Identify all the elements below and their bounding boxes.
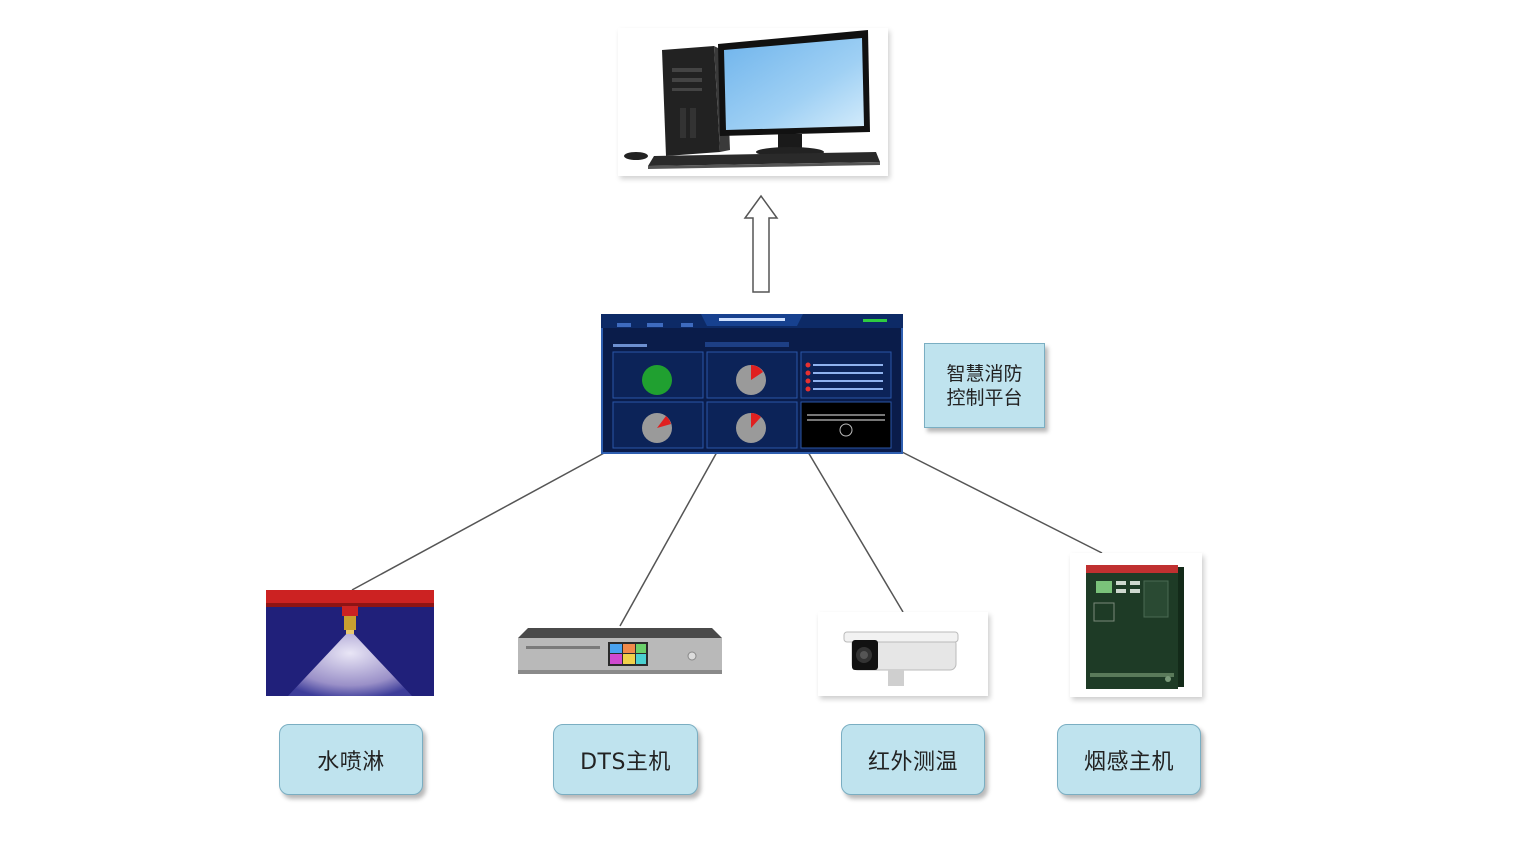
- connector-dts: [619, 451, 718, 627]
- label-dts-host: DTS主机: [553, 724, 698, 795]
- label-infrared-temp: 红外测温: [841, 724, 985, 795]
- infrared-camera-image: [818, 612, 988, 696]
- platform-label-box: 智慧消防 控制平台: [924, 343, 1045, 428]
- sprinkler-image: [266, 590, 434, 696]
- up-arrow: [743, 194, 779, 293]
- connector-infrared: [807, 451, 904, 613]
- label-smoke-host: 烟感主机: [1057, 724, 1201, 795]
- computer-image: [618, 28, 888, 176]
- dts-device-image: [516, 626, 722, 678]
- label-sprinkler: 水喷淋: [279, 724, 423, 795]
- connector-smoke: [901, 451, 1103, 554]
- smoke-host-image: [1070, 553, 1202, 697]
- platform-dashboard-image: [601, 314, 903, 454]
- connector-sprinkler: [351, 451, 607, 591]
